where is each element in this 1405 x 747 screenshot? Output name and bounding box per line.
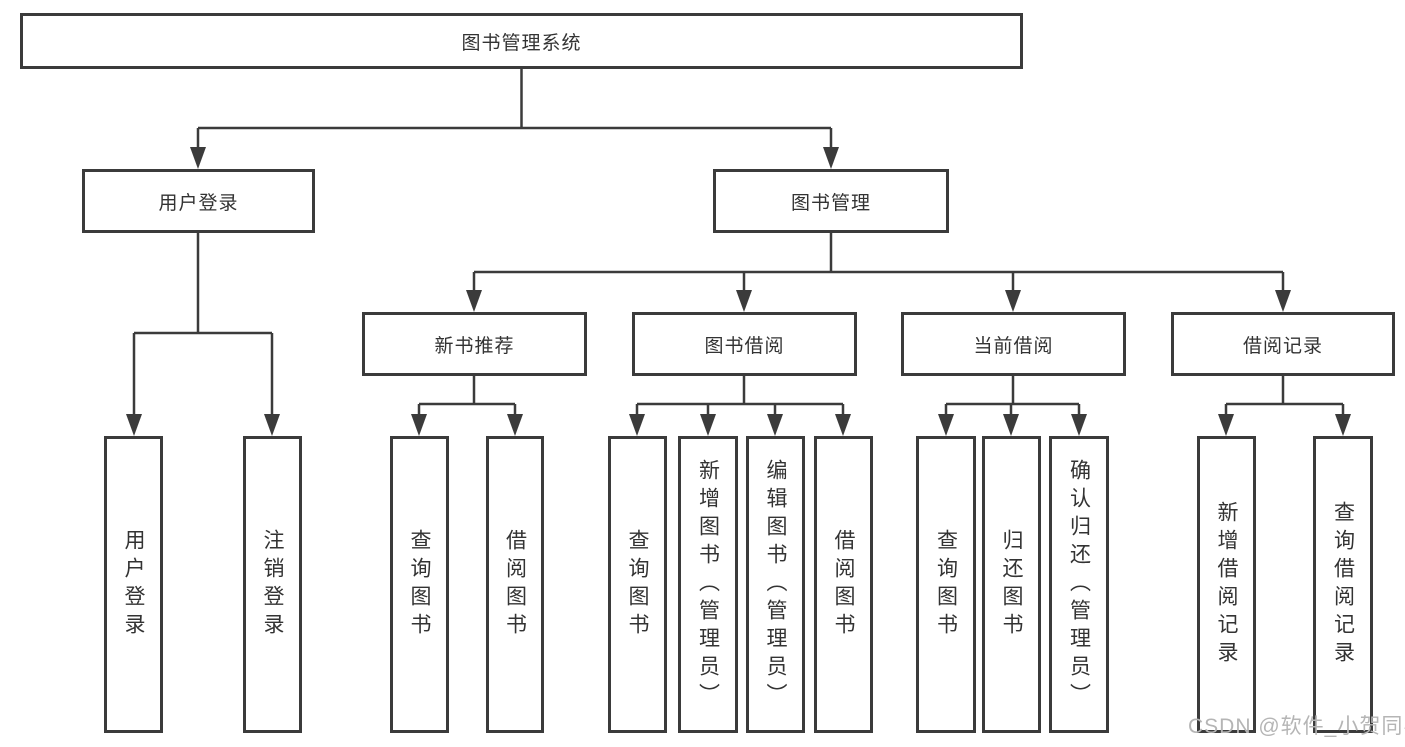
arrow-down-icon — [190, 147, 206, 169]
leaf-label: 新增借阅记录 — [1215, 500, 1238, 669]
arrow-down-icon — [1218, 414, 1234, 436]
leaf-query-books: 查询图书 — [608, 436, 667, 733]
leaf-label: 查询图书 — [626, 528, 649, 641]
node-current-borrowing: 当前借阅 — [901, 312, 1126, 376]
leaf-label: 借阅图书 — [832, 528, 855, 641]
arrow-down-icon — [264, 414, 280, 436]
arrow-down-icon — [1071, 414, 1087, 436]
leaf-user-login: 用户登录 — [104, 436, 163, 733]
leaf-query-borrow-record: 查询借阅记录 — [1313, 436, 1373, 733]
node-library-management-system: 图书管理系统 — [20, 13, 1023, 69]
leaf-label: 查询借阅记录 — [1331, 500, 1355, 669]
leaf-label: 借阅图书 — [503, 528, 527, 641]
leaf-label: 注销登录 — [261, 528, 284, 641]
arrow-down-icon — [700, 414, 716, 436]
arrow-down-icon — [1005, 290, 1021, 312]
node-book-management: 图书管理 — [713, 169, 949, 233]
arrow-down-icon — [629, 414, 645, 436]
arrow-down-icon — [507, 414, 523, 436]
arrow-down-icon — [1335, 414, 1351, 436]
arrow-down-icon — [411, 414, 427, 436]
node-borrowing-records: 借阅记录 — [1171, 312, 1395, 376]
leaf-add-borrow-record: 新增借阅记录 — [1197, 436, 1256, 733]
leaf-label: 新增图书（管理员） — [696, 458, 720, 711]
leaf-edit-book-admin: 编辑图书（管理员） — [746, 436, 805, 733]
arrow-down-icon — [823, 147, 839, 169]
leaf-label: 编辑图书（管理员） — [764, 458, 787, 711]
leaf-label: 用户登录 — [122, 528, 145, 641]
arrow-down-icon — [736, 290, 752, 312]
node-book-borrowing: 图书借阅 — [632, 312, 857, 376]
arrow-down-icon — [767, 414, 783, 436]
arrow-down-icon — [938, 414, 954, 436]
leaf-label: 确认归还（管理员） — [1067, 458, 1091, 711]
leaf-query-books: 查询图书 — [916, 436, 976, 733]
node-user-login: 用户登录 — [82, 169, 315, 233]
leaf-logout: 注销登录 — [243, 436, 302, 733]
arrow-down-icon — [126, 414, 142, 436]
leaf-borrow-books: 借阅图书 — [814, 436, 873, 733]
leaf-label: 归还图书 — [1000, 528, 1023, 641]
leaf-add-book-admin: 新增图书（管理员） — [678, 436, 738, 733]
arrow-down-icon — [466, 290, 482, 312]
node-new-book-recommend: 新书推荐 — [362, 312, 587, 376]
leaf-label: 查询图书 — [934, 528, 958, 641]
arrow-down-icon — [1275, 290, 1291, 312]
arrow-down-icon — [835, 414, 851, 436]
leaf-query-books: 查询图书 — [390, 436, 449, 733]
leaf-borrow-books: 借阅图书 — [486, 436, 544, 733]
arrow-down-icon — [1003, 414, 1019, 436]
csdn-watermark: CSDN @软件_小贺同学 — [1188, 715, 1405, 738]
leaf-return-books: 归还图书 — [982, 436, 1041, 733]
leaf-confirm-return-admin: 确认归还（管理员） — [1049, 436, 1109, 733]
leaf-label: 查询图书 — [408, 528, 431, 641]
